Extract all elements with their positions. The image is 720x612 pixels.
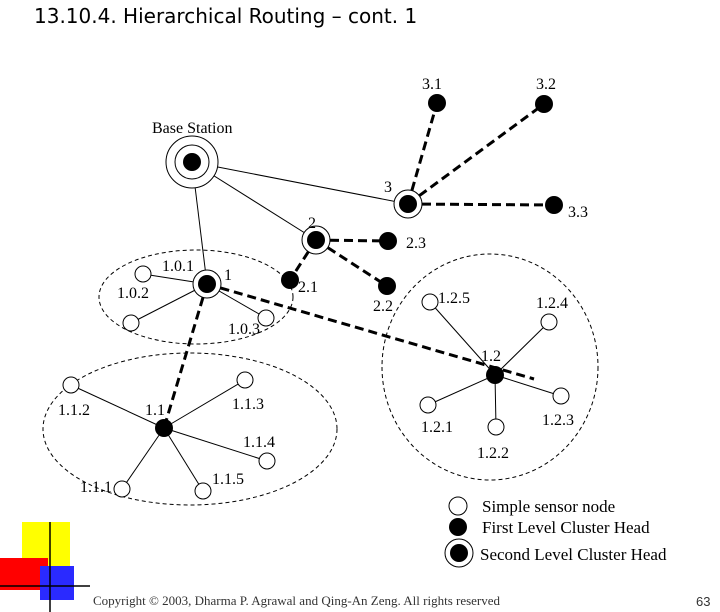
node-2-1[interactable] — [281, 271, 299, 289]
thin-links — [70, 161, 562, 492]
node-1-2[interactable] — [486, 366, 504, 384]
label-3-2: 3.2 — [536, 76, 556, 93]
label-2-1: 2.1 — [298, 279, 318, 296]
node-1-1-2[interactable] — [62, 376, 80, 394]
node-2-2[interactable] — [378, 277, 396, 295]
label-1-1-5: 1.1.5 — [212, 471, 244, 488]
node-3-second-level-head[interactable] — [393, 189, 423, 219]
node-1-second-level-head[interactable] — [192, 269, 222, 299]
label-1-0-2: 1.0.2 — [117, 285, 149, 302]
node-1-1-1[interactable] — [113, 480, 131, 498]
legend-first-icon — [449, 518, 467, 536]
node-1-2-1[interactable] — [419, 396, 437, 414]
node-1-1-5[interactable] — [194, 482, 212, 500]
node-3-1[interactable] — [428, 94, 446, 112]
label-2-3: 2.3 — [406, 235, 426, 252]
node-3-3[interactable] — [545, 196, 563, 214]
legend-second-icon — [450, 544, 468, 562]
legend: Simple sensor node First Level Cluster H… — [444, 496, 667, 568]
label-1-2: 1.2 — [481, 348, 501, 365]
cluster-1-1-boundary — [42, 352, 338, 506]
label-1-1-3: 1.1.3 — [232, 396, 264, 413]
node-1-2-3[interactable] — [552, 387, 570, 405]
label-2: 2 — [308, 215, 316, 232]
base-station-node[interactable] — [165, 135, 219, 189]
node-3-2[interactable] — [535, 95, 553, 113]
label-1-1-1: 1.1.1 — [80, 479, 112, 496]
node-1-2-2[interactable] — [487, 418, 505, 436]
label-1-2-4: 1.2.4 — [536, 295, 568, 312]
copyright-footer: Copyright © 2003, Dharma P. Agrawal and … — [93, 593, 501, 608]
node-1-0-3[interactable] — [257, 309, 275, 327]
label-3-1: 3.1 — [422, 76, 442, 93]
node-1-1[interactable] — [155, 419, 173, 437]
node-1-2-5[interactable] — [421, 293, 439, 311]
node-1-1-3[interactable] — [236, 371, 254, 389]
label-1-0-3: 1.0.3 — [228, 321, 260, 338]
label-1-2-5: 1.2.5 — [438, 290, 470, 307]
label-3: 3 — [384, 179, 392, 196]
node-1-1-4[interactable] — [258, 452, 276, 470]
label-1-2-3: 1.2.3 — [542, 412, 574, 429]
label-1-1-2: 1.1.2 — [58, 402, 90, 419]
label-1-2-1: 1.2.1 — [421, 419, 453, 436]
node-2-3[interactable] — [379, 232, 397, 250]
label-1: 1 — [224, 267, 232, 284]
label-1-1-4: 1.1.4 — [243, 434, 275, 451]
base-station-label: Base Station — [152, 120, 232, 137]
page-number: 63 — [696, 594, 711, 609]
cluster-1-2-boundary — [381, 253, 599, 481]
node-1-2-4[interactable] — [540, 313, 558, 331]
label-1-1: 1.1 — [145, 402, 165, 419]
legend-simple-label: Simple sensor node — [482, 497, 615, 516]
corner-decoration — [0, 522, 90, 612]
legend-second-label: Second Level Cluster Head — [480, 545, 667, 564]
label-3-3: 3.3 — [568, 204, 588, 221]
legend-simple-icon — [448, 496, 468, 516]
node-1-0-1[interactable] — [134, 265, 152, 283]
label-1-0-1: 1.0.1 — [162, 258, 194, 275]
cluster-1-0-boundary — [98, 249, 294, 345]
legend-first-label: First Level Cluster Head — [482, 518, 650, 537]
label-1-2-2: 1.2.2 — [477, 445, 509, 462]
label-2-2: 2.2 — [373, 298, 393, 315]
node-2-second-level-head[interactable] — [301, 225, 331, 255]
slide-title: 13.10.4. Hierarchical Routing – cont. 1 — [34, 4, 418, 28]
node-1-0-2[interactable] — [122, 314, 140, 332]
